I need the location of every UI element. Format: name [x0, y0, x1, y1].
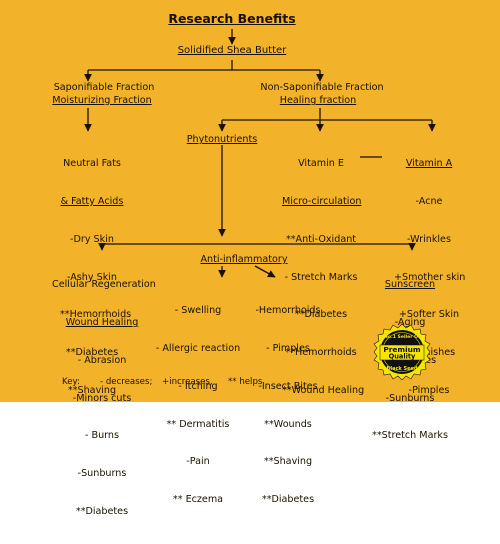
badge-top-text: No.1 Seller Of — [384, 334, 421, 340]
list-item: -Wrinkles — [407, 233, 451, 245]
list-item: ** Eczema — [172, 494, 224, 506]
key-label: Key: — [62, 377, 80, 387]
micro-circulation-title: Micro-circulation — [282, 195, 362, 207]
connector-lines — [84, 29, 436, 278]
list-item: -Insect Bites — [258, 380, 318, 392]
badge-bottom-text: Black Seed — [387, 366, 418, 372]
list-item: - Abrasion — [77, 354, 127, 366]
list-item: +Smother skin — [394, 271, 466, 283]
list-item: - Swelling — [174, 305, 222, 317]
list-item: **Hemorrhoids — [60, 309, 132, 321]
list-item: **Diabetes — [75, 505, 129, 517]
list-item: **Diabetes — [65, 347, 119, 359]
list-item: **Anti-Oxidant — [285, 233, 357, 245]
non-saponifiable-label: Non-Saponifiable Fraction — [260, 82, 384, 93]
fatty-acids-title: & Fatty Acids — [60, 195, 124, 207]
list-item: -Minors cuts — [72, 392, 132, 404]
list-item: **Wound Healing — [282, 384, 365, 396]
research-benefits-diagram: Research Benefits Solidified Shea Butter… — [0, 0, 500, 517]
neutral-fats-title: Neutral Fats — [63, 158, 121, 170]
key-increases: +increases, — [162, 377, 213, 387]
vitamin-e-block: Vitamin E Micro-circulation **Anti-Oxida… — [282, 133, 365, 423]
list-item: -Ashy Skin — [66, 271, 117, 283]
badge-middle-text-2: Quality — [389, 353, 416, 361]
anti-inflammatory-col1: - Swelling - Allergic reaction - Itching… — [150, 280, 246, 532]
list-item: **Shaving — [67, 384, 117, 396]
list-item: -Aging — [394, 316, 426, 328]
key-decreases: - decreases; — [100, 377, 153, 387]
list-item: - Itching — [178, 380, 218, 392]
anti-inflammatory-col2: -Hemorrhoids - Pimples -Insect Bites **W… — [248, 280, 328, 532]
cellular-regeneration-block: Cellular Regeneration Wound Healing - Ab… — [52, 254, 156, 544]
vitamin-a-title: Vitamin A — [405, 158, 453, 170]
list-item: - Burns — [84, 430, 120, 442]
moisturizing-label: Moisturizing Fraction — [52, 95, 152, 106]
list-item: **Stretch Marks — [372, 430, 448, 442]
root-node: Solidified Shea Butter — [177, 45, 287, 56]
phytonutrients-label: Phytonutrients — [186, 134, 258, 145]
list-item: -Pimples — [408, 384, 450, 396]
sunscreen-title: Sunscreen — [384, 279, 436, 291]
diagram-title: Research Benefits — [168, 11, 296, 26]
list-item: **Hemorrhoids — [285, 347, 357, 359]
list-item: -Dry Skin — [70, 233, 114, 245]
neutral-fats-block: Neutral Fats & Fatty Acids -Dry Skin -As… — [60, 133, 132, 423]
list-item: -Sunburns — [77, 468, 127, 480]
list-item: ** Dermatitis — [166, 418, 230, 430]
badge-middle-text-1: Premium — [383, 345, 421, 354]
cellular-regeneration-title: Cellular Regeneration — [52, 279, 156, 291]
arrow-to-anti-col2 — [254, 265, 276, 278]
list-item: - Stretch Marks — [284, 271, 358, 283]
list-item: -Acne — [415, 195, 443, 207]
list-item: -Hemorrhoids — [255, 305, 321, 317]
list-item: +Softer Skin — [398, 309, 460, 321]
saponifiable-label: Saponifiable Fraction — [53, 82, 155, 93]
list-item: **Diabetes — [261, 494, 315, 506]
anti-inflammatory-label: Anti-inflammatory — [200, 254, 288, 265]
list-item: -Sunburns — [385, 392, 435, 404]
list-item: **Wounds — [264, 418, 312, 430]
list-item: **Shaving — [263, 456, 313, 468]
wound-healing-title: Wound Healing — [65, 316, 139, 328]
list-item: -Pain — [186, 456, 210, 468]
key-helps: ** helps — [228, 377, 263, 387]
healing-fraction-label: Healing fraction — [279, 95, 357, 106]
list-item: - Allergic reaction — [155, 342, 241, 354]
vitamin-e-title: Vitamin E — [298, 158, 344, 170]
list-item: **Diabetes — [294, 309, 348, 321]
premium-quality-badge: No.1 Seller Of Premium Quality Black See… — [373, 323, 431, 381]
list-item: - Pimples — [266, 342, 310, 354]
